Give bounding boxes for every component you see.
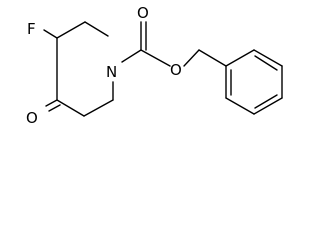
- benzene-inner-double-3: [254, 55, 278, 71]
- bond-c-o-ester: [140, 49, 171, 67]
- bond-c6-c5: [83, 99, 114, 117]
- bond-c3-f: [43, 29, 58, 39]
- benzene-bond-2: [225, 97, 255, 115]
- bond-c3-c2: [56, 21, 86, 39]
- benzene-ring: [225, 49, 283, 115]
- bond-ch2-phenyl: [198, 49, 227, 67]
- ketone-oxygen-label: O: [26, 109, 38, 127]
- carbonyl-oxygen-label: O: [137, 4, 149, 22]
- bond-c5-c4: [56, 99, 85, 117]
- benzene-bond-5: [253, 49, 283, 67]
- bond-o-ch2: [183, 49, 200, 67]
- nitrogen-label: N: [106, 63, 117, 81]
- benzene-bond-3: [253, 97, 283, 115]
- fluorine-label: F: [27, 20, 36, 38]
- bond-c4-o-double-b: [48, 104, 61, 112]
- bond-c4-o-double-a: [45, 99, 58, 107]
- ester-oxygen-label: O: [170, 61, 182, 79]
- bond-c2-n1: [84, 21, 109, 37]
- benzene-bond-6: [225, 49, 255, 67]
- piperidine-ring: [56, 21, 114, 117]
- bond-n-c-carbonyl: [121, 49, 142, 63]
- molecule-structure: F O N O O: [26, 4, 283, 127]
- benzene-inner-double-2: [254, 94, 278, 109]
